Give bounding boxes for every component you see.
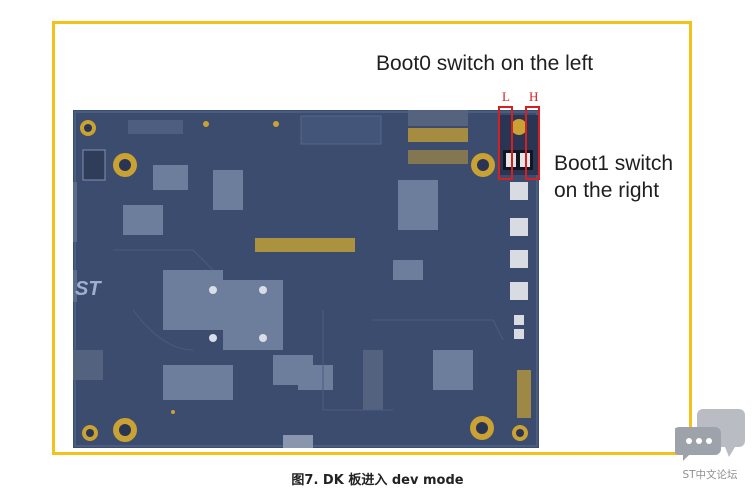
usb-connector — [73, 182, 77, 242]
pcb-substrate — [73, 110, 539, 448]
boot0-highlight-box — [498, 106, 513, 180]
chat-bubble-icon — [675, 409, 745, 461]
top-header — [128, 110, 468, 164]
watermark-text: ST中文论坛 — [682, 469, 738, 481]
high-label: H — [529, 89, 539, 104]
boot1-highlight-box — [525, 106, 540, 180]
boot1-callout: Boot1 switch on the right — [554, 150, 673, 204]
figure-caption: 图7. DK 板进入 dev mode — [291, 473, 464, 488]
boot1-callout-line1: Boot1 switch — [554, 152, 674, 175]
expansion-connector — [255, 238, 355, 252]
st-logo: ST — [75, 278, 102, 300]
boot0-callout: Boot0 switch on the left — [376, 52, 594, 75]
low-label: L — [502, 89, 510, 104]
boot1-callout-line2: on the right — [554, 179, 660, 202]
dk-board-image: ST — [73, 110, 539, 448]
user-buttons — [510, 182, 528, 339]
